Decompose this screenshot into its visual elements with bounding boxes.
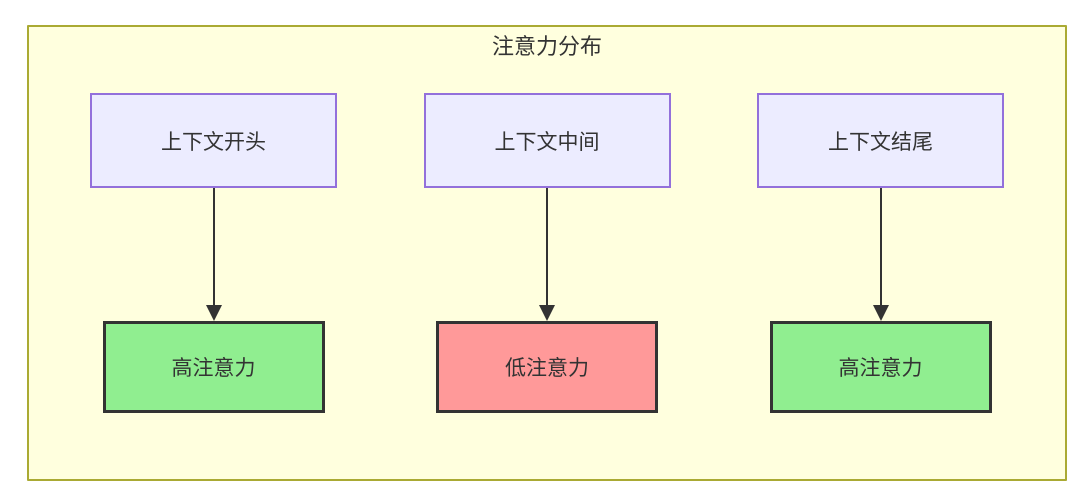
target-node-high-attention-2: 高注意力 bbox=[769, 321, 992, 413]
source-node-context-middle: 上下文中间 bbox=[423, 93, 671, 188]
diagram-column-begin: 上下文开头 高注意力 bbox=[90, 93, 337, 413]
diagram-frame: 注意力分布 上下文开头 高注意力 上下文中间 低注意力 上下文结尾 bbox=[27, 25, 1067, 481]
flow-arrow-icon bbox=[205, 188, 222, 321]
diagram-column-end: 上下文结尾 高注意力 bbox=[757, 93, 1004, 413]
target-node-low-attention: 低注意力 bbox=[436, 321, 658, 413]
diagram-column-middle: 上下文中间 低注意力 bbox=[423, 93, 671, 413]
diagram-columns-row: 上下文开头 高注意力 上下文中间 低注意力 上下文结尾 bbox=[29, 93, 1065, 413]
flow-arrow-icon bbox=[539, 188, 555, 321]
flow-arrow-icon bbox=[872, 188, 889, 321]
source-node-context-end: 上下文结尾 bbox=[757, 93, 1004, 188]
diagram-title: 注意力分布 bbox=[491, 34, 602, 59]
source-node-context-begin: 上下文开头 bbox=[90, 93, 337, 188]
target-node-high-attention-1: 高注意力 bbox=[102, 321, 325, 413]
